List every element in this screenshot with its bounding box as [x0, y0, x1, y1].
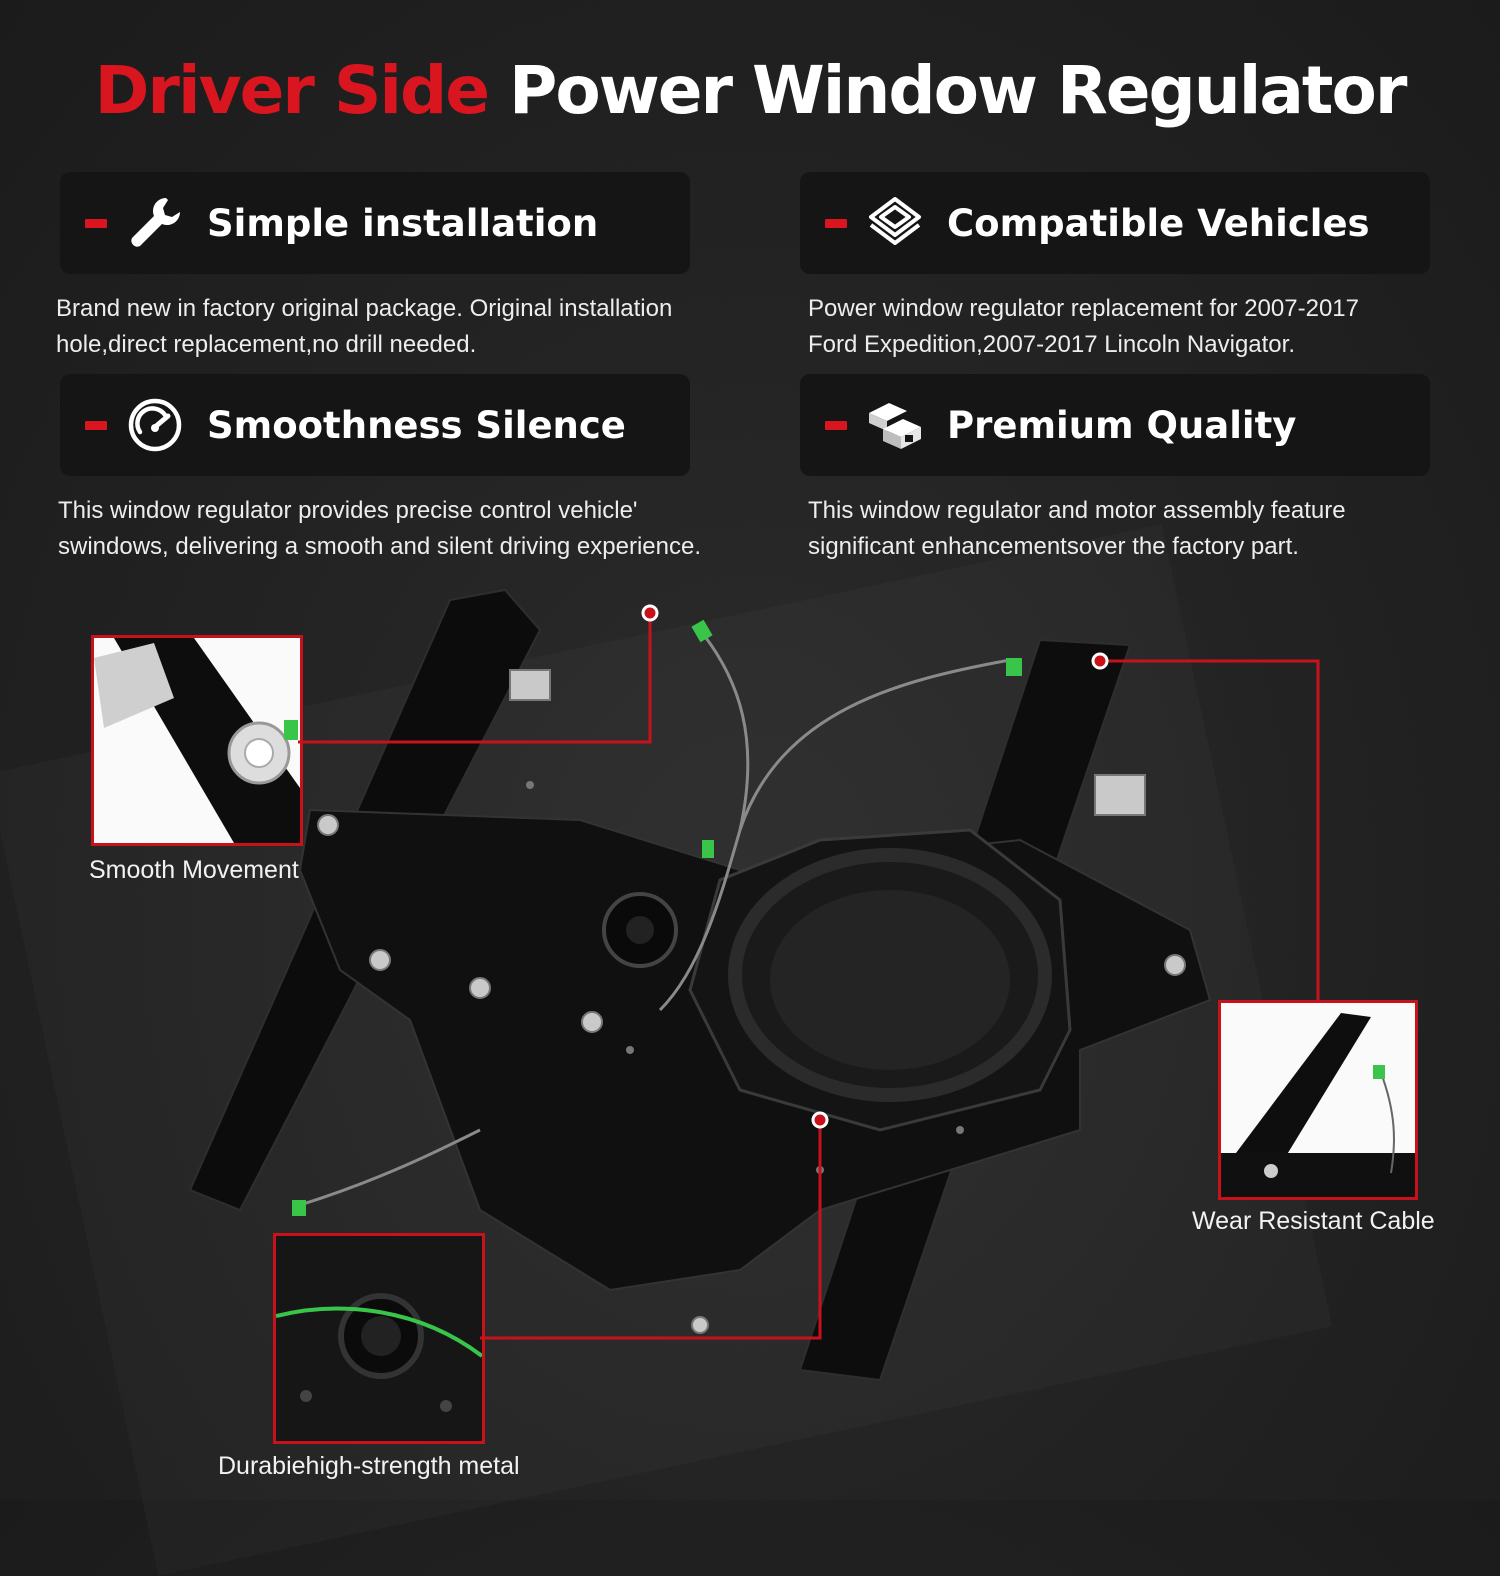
caption-high-strength-metal: Durabiehigh-strength metal	[218, 1452, 520, 1480]
gauge-icon	[125, 395, 185, 455]
motor-closeup-image	[276, 1236, 482, 1441]
page-title: Driver Side Power Window Regulator	[0, 52, 1500, 129]
inset-smooth-movement	[91, 635, 303, 846]
desc-line: hole,direct replacement,no drill needed.	[56, 331, 477, 358]
desc-line: Power window regulator replacement for 2…	[808, 295, 1359, 322]
red-dash	[85, 218, 107, 228]
caption-smooth-movement: Smooth Movement	[89, 856, 299, 884]
caption-wear-resistant-cable: Wear Resistant Cable	[1192, 1207, 1435, 1235]
desc-line: Ford Expedition,2007-2017 Lincoln Naviga…	[808, 331, 1295, 358]
feature-label: Premium Quality	[947, 403, 1297, 447]
feature-desc-installation: Brand new in factory original package. O…	[56, 291, 756, 363]
desc-line: This window regulator and motor assembly…	[808, 497, 1346, 524]
title-rest: Power Window Regulator	[509, 52, 1407, 129]
red-dash	[825, 218, 847, 228]
desc-line: significant enhancementsover the factory…	[808, 533, 1299, 560]
feature-desc-compatible: Power window regulator replacement for 2…	[808, 291, 1500, 363]
feature-label: Compatible Vehicles	[947, 201, 1370, 245]
inset-wear-resistant-cable	[1218, 1000, 1418, 1200]
desc-line: This window regulator provides precise c…	[58, 497, 638, 524]
title-highlight: Driver Side	[94, 52, 490, 129]
feature-desc-quality: This window regulator and motor assembly…	[808, 493, 1500, 565]
red-dash	[825, 420, 847, 430]
feature-card-smoothness: Smoothness Silence	[60, 374, 690, 476]
feature-card-compatible: Compatible Vehicles	[800, 172, 1430, 274]
desc-line: swindows, delivering a smooth and silent…	[58, 533, 702, 560]
metal-bars-icon	[865, 395, 925, 455]
feature-label: Smoothness Silence	[207, 403, 626, 447]
feature-card-installation: Simple installation	[60, 172, 690, 274]
cable-closeup-image	[1221, 1013, 1415, 1197]
feature-card-quality: Premium Quality	[800, 374, 1430, 476]
cube-layers-icon	[865, 193, 925, 253]
roller-closeup-image	[94, 638, 300, 843]
desc-line: Brand new in factory original package. O…	[56, 295, 673, 322]
inset-high-strength-metal	[273, 1233, 485, 1444]
feature-desc-smoothness: This window regulator provides precise c…	[58, 493, 758, 565]
red-dash	[85, 420, 107, 430]
feature-label: Simple installation	[207, 201, 599, 245]
wrench-icon	[125, 193, 185, 253]
